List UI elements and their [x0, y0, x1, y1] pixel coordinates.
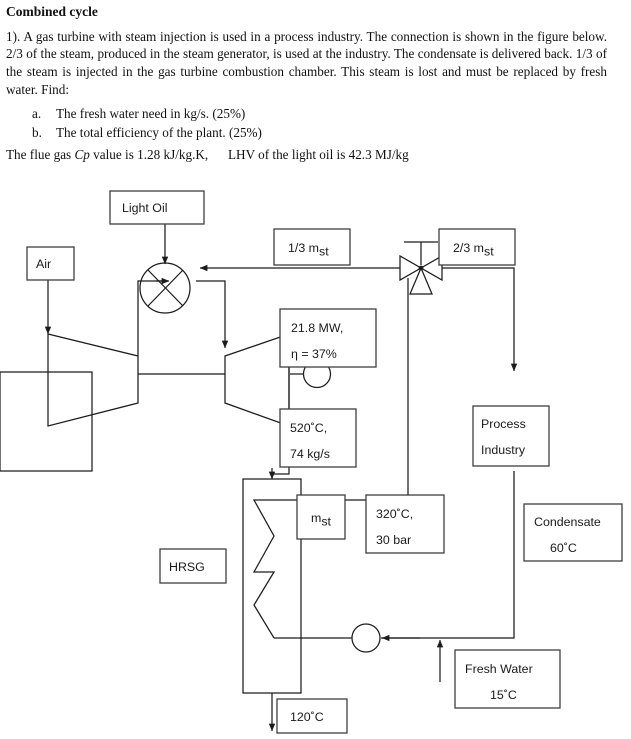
stack-temp-box: [276, 698, 348, 734]
efficiency-label: η = 37%: [291, 347, 337, 361]
find-list: a. The fresh water need in kg/s. (25%) b…: [6, 105, 607, 142]
given-data-line: The flue gas Cp value is 1.28 kJ/kg.K, L…: [6, 146, 607, 164]
process-industry-label-box: [472, 405, 550, 467]
steam-flow-sub: st: [321, 514, 331, 528]
stack-temp-label: 120˚C: [290, 710, 324, 724]
lhv-text: LHV of the light oil is 42.3 MJ/kg: [227, 146, 409, 162]
cp-symbol: Cp: [74, 146, 90, 162]
valve-body-right: [419, 254, 443, 282]
find-item-b: b. The total efficiency of the plant. (2…: [32, 124, 607, 143]
pipe-compressor-to-combustor: [137, 280, 168, 356]
compressor: [47, 333, 139, 427]
hrsg-label: HRSG: [169, 560, 205, 574]
process-industry-label-line1: Process: [481, 417, 526, 431]
problem-body: 1). A gas turbine with steam injection i…: [6, 28, 607, 97]
fresh-water-box: [454, 649, 561, 709]
condensate-label: Condensate: [534, 515, 601, 529]
pipe-valve-to-process: [434, 267, 518, 372]
hrsg-label-box: [159, 548, 227, 584]
cp-prefix: The flue gas: [6, 146, 75, 162]
process-industry-vessel: [0, 371, 93, 472]
find-item-b-marker: b.: [32, 124, 42, 140]
fresh-water-label: Fresh Water: [465, 662, 533, 676]
problem-statement: Combined cycle 1). A gas turbine with st…: [6, 4, 607, 163]
two-thirds-steam-label: 2/3 mst: [453, 241, 494, 258]
pipe-combustor-to-turbine: [196, 280, 229, 349]
steam-flow-label: mst: [311, 511, 332, 528]
condensate-temp-label: 60˚C: [550, 541, 577, 555]
light-oil-box: [109, 190, 205, 225]
turbine-exit-temp-label: 520˚C,: [290, 421, 327, 435]
find-item-a: a. The fresh water need in kg/s. (25%): [32, 105, 607, 124]
valve-center-node: [418, 265, 424, 271]
find-item-b-text: The total efficiency of the plant. (25%): [56, 124, 262, 140]
steam-conditions-box: [365, 494, 445, 554]
valve-body-left: [399, 254, 423, 282]
power-output-box: [279, 308, 377, 368]
cp-suffix: value is 1.28 kJ/kg.K,: [89, 146, 209, 162]
steam-pressure-label: 30 bar: [376, 533, 411, 547]
turbine-exit-box: [279, 408, 357, 468]
hrsg-coil: [252, 499, 276, 639]
steam-temp-label: 320˚C,: [376, 507, 413, 521]
two-thirds-steam-box: [438, 228, 516, 266]
one-third-steam-main: 1/3 m: [288, 241, 319, 255]
air-label: Air: [36, 257, 51, 271]
combustion-chamber: [139, 262, 191, 314]
two-thirds-steam-main: 2/3 m: [453, 241, 484, 255]
combustion-chamber-x2: [147, 269, 184, 307]
turbine-exit-flow-label: 74 kg/s: [290, 447, 330, 461]
find-item-a-marker: a.: [32, 106, 42, 122]
process-industry-label-line2: Industry: [481, 443, 526, 457]
air-box: [26, 246, 75, 281]
valve-body-bottom: [409, 266, 433, 295]
feed-pump: [351, 623, 381, 653]
find-item-a-text: The fresh water need in kg/s. (25%): [56, 106, 246, 122]
page-title: Combined cycle: [6, 4, 98, 19]
one-third-steam-sub: st: [319, 244, 329, 258]
pipe-condensate-return: [381, 471, 515, 639]
process-flow-diagram: Light Oil Air 1/3 mst 2/3 mst 21.8 MW, η…: [0, 168, 631, 739]
one-third-steam-box: [273, 228, 351, 266]
hrsg-vessel: [242, 478, 302, 694]
light-oil-label: Light Oil: [122, 201, 167, 215]
one-third-steam-label: 1/3 mst: [288, 241, 329, 258]
two-thirds-steam-sub: st: [484, 244, 494, 258]
steam-flow-main: m: [311, 511, 321, 525]
condensate-box: [523, 503, 623, 562]
fresh-water-temp-label: 15˚C: [490, 688, 517, 702]
power-output-label: 21.8 MW,: [291, 321, 343, 335]
steam-flow-box: [296, 494, 346, 540]
lhv-spacer: [208, 147, 228, 162]
